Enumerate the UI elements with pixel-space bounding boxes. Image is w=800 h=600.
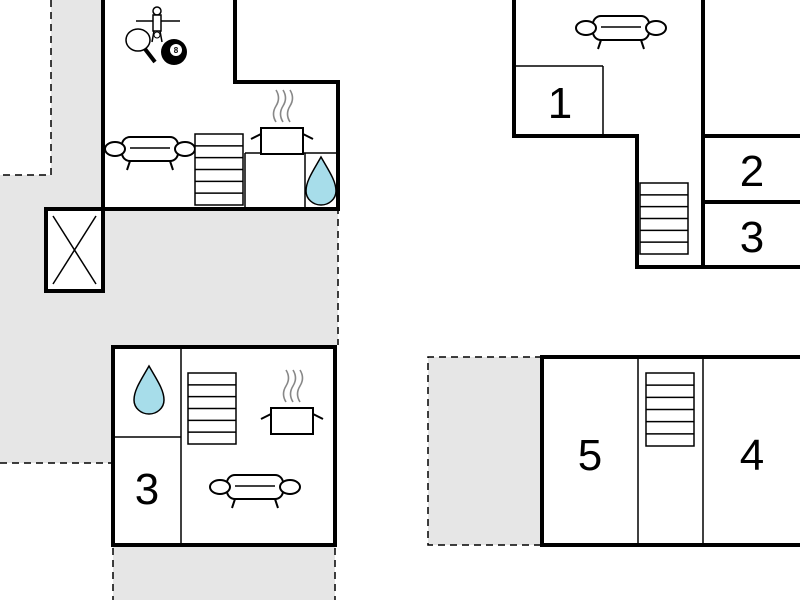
sofa-icon xyxy=(104,136,196,171)
room-number-3-upper: 3 xyxy=(740,213,764,262)
foosball-icon xyxy=(136,6,180,43)
stairs-icon xyxy=(194,133,244,206)
outdoor-area-left xyxy=(0,0,339,464)
void-box xyxy=(44,207,105,293)
sofa-icon xyxy=(575,15,667,50)
table-tennis-icon xyxy=(125,28,161,64)
outdoor-area-right xyxy=(427,356,542,546)
stairs-icon xyxy=(645,372,695,447)
room-number-2: 2 xyxy=(740,147,764,196)
billiard-ball-number: 8 xyxy=(174,46,179,55)
outdoor-area-bottom xyxy=(112,546,336,600)
cooking-pot-icon xyxy=(250,89,314,155)
room-number-5: 5 xyxy=(578,431,602,480)
room-upper-right xyxy=(512,0,800,269)
room-lower-right xyxy=(540,355,800,547)
room-number-3-lower: 3 xyxy=(135,465,159,514)
water-drop-icon xyxy=(305,156,337,206)
stairs-icon xyxy=(639,182,689,255)
room-number-4: 4 xyxy=(740,431,764,480)
billiard-ball-icon: 8 xyxy=(161,39,187,65)
stairs-icon xyxy=(187,372,237,445)
room-number-1: 1 xyxy=(548,79,572,128)
